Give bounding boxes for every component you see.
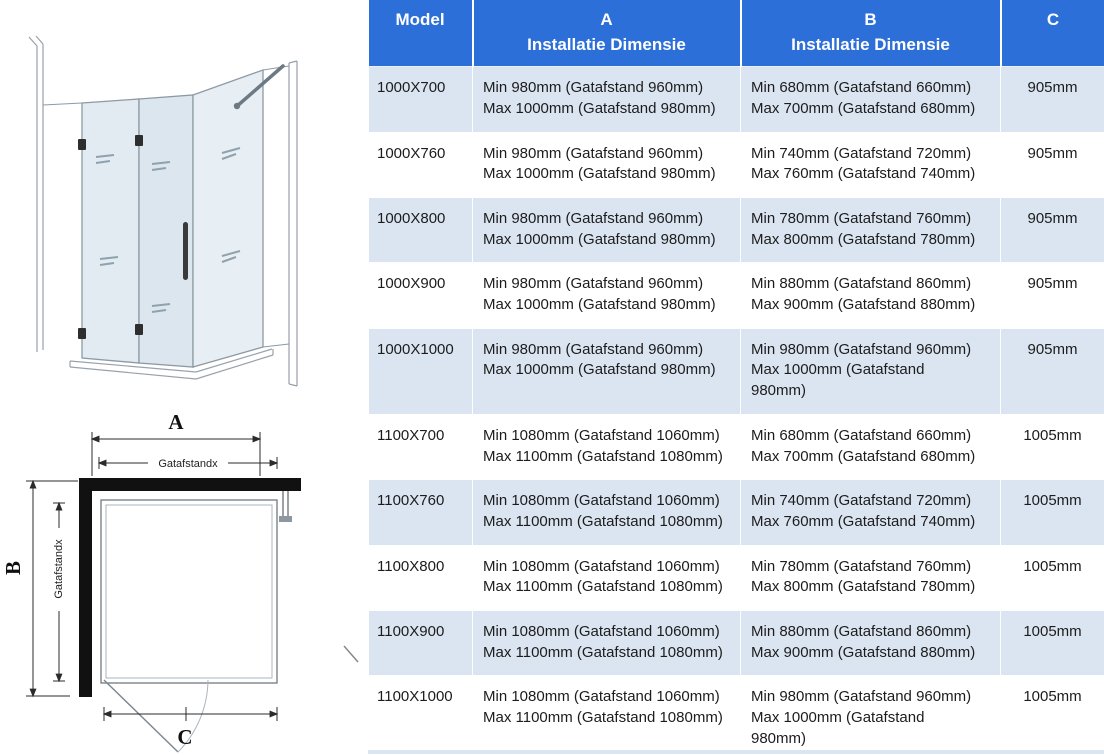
tray-outline-outer [101, 500, 277, 683]
table-row: 1100X800 Min 1080mm (Gatafstand 1060mm) … [369, 545, 1104, 610]
cell-b: Min 880mm (Gatafstand 860mm) Max 900mm (… [741, 263, 1001, 328]
top-wall [79, 478, 301, 491]
right-wall-lines [289, 61, 297, 386]
cell-b: Min 680mm (Gatafstand 660mm) Max 700mm (… [741, 67, 1001, 132]
cell-a: Min 980mm (Gatafstand 960mm) Max 1000mm … [473, 132, 741, 197]
door-handle [183, 222, 188, 280]
dim-label-a: A [168, 410, 184, 434]
panel-bracket [279, 516, 292, 522]
table-row: 1000X900 Min 980mm (Gatafstand 960mm) Ma… [369, 263, 1104, 328]
spec-table: Model A Installatie Dimensie B Installat… [368, 0, 1104, 754]
cell-b: Min 780mm (Gatafstand 760mm) Max 800mm (… [741, 198, 1001, 263]
cell-c: 1005mm [1001, 545, 1104, 610]
table-row: 1100X900 Min 1080mm (Gatafstand 1060mm) … [369, 610, 1104, 675]
return-panel-lines [283, 491, 288, 518]
header-a: A Installatie Dimensie [473, 0, 741, 67]
open-door-line [104, 680, 178, 752]
glass-panels [82, 70, 263, 367]
table-row: 1000X800 Min 980mm (Gatafstand 960mm) Ma… [369, 198, 1104, 263]
cell-a: Min 1080mm (Gatafstand 1060mm) Max 1100m… [473, 676, 741, 754]
shower-plan-drawing: A Gatafstandx [0, 406, 368, 755]
left-wall-lines [29, 36, 43, 352]
table-header: Model A Installatie Dimensie B Installat… [369, 0, 1104, 67]
cell-c: 905mm [1001, 67, 1104, 132]
cell-c: 905mm [1001, 328, 1104, 414]
tray-outline-inner [106, 505, 272, 678]
cell-a: Min 1080mm (Gatafstand 1060mm) Max 1100m… [473, 545, 741, 610]
table-row: 1100X700 Min 1080mm (Gatafstand 1060mm) … [369, 414, 1104, 479]
table-row: 1000X1000 Min 980mm (Gatafstand 960mm) M… [369, 328, 1104, 414]
cell-a: Min 1080mm (Gatafstand 1060mm) Max 1100m… [473, 480, 741, 545]
spec-table-panel: Model A Installatie Dimensie B Installat… [368, 0, 1104, 754]
dim-label-b: B [1, 561, 25, 575]
cell-b: Min 740mm (Gatafstand 720mm) Max 760mm (… [741, 132, 1001, 197]
cell-b: Min 780mm (Gatafstand 760mm) Max 800mm (… [741, 545, 1001, 610]
table-header-row: Model A Installatie Dimensie B Installat… [369, 0, 1104, 67]
cell-c: 1005mm [1001, 610, 1104, 675]
cell-c: 1005mm [1001, 676, 1104, 754]
cell-model: 1100X760 [369, 480, 473, 545]
bottom-strip [368, 750, 1104, 754]
gatafstand-v-label: Gatafstandx [53, 539, 65, 599]
cell-model: 1000X760 [369, 132, 473, 197]
cell-c: 905mm [1001, 132, 1104, 197]
leader-mark [344, 646, 358, 662]
cell-c: 905mm [1001, 198, 1104, 263]
cell-b: Min 880mm (Gatafstand 860mm) Max 900mm (… [741, 610, 1001, 675]
table-row: 1000X700 Min 980mm (Gatafstand 960mm) Ma… [369, 67, 1104, 132]
cell-c: 1005mm [1001, 480, 1104, 545]
table-row: 1100X1000 Min 1080mm (Gatafstand 1060mm)… [369, 676, 1104, 754]
cell-a: Min 1080mm (Gatafstand 1060mm) Max 1100m… [473, 610, 741, 675]
dim-c-lines [104, 707, 277, 721]
cell-model: 1100X900 [369, 610, 473, 675]
cell-b: Min 740mm (Gatafstand 720mm) Max 760mm (… [741, 480, 1001, 545]
gatafstand-h-label: Gatafstandx [158, 458, 218, 470]
diagram-panel: A Gatafstandx [0, 0, 368, 754]
cell-a: Min 980mm (Gatafstand 960mm) Max 1000mm … [473, 67, 741, 132]
shower-3d-drawing [0, 6, 368, 406]
cell-model: 1000X1000 [369, 328, 473, 414]
cell-a: Min 980mm (Gatafstand 960mm) Max 1000mm … [473, 198, 741, 263]
cell-model: 1100X1000 [369, 676, 473, 754]
header-model: Model [369, 0, 473, 67]
table-row: 1100X760 Min 1080mm (Gatafstand 1060mm) … [369, 480, 1104, 545]
cell-model: 1100X700 [369, 414, 473, 479]
dim-b-lines [26, 481, 78, 696]
left-wall [79, 478, 92, 697]
cell-model: 1000X900 [369, 263, 473, 328]
table-body: 1000X700 Min 980mm (Gatafstand 960mm) Ma… [369, 67, 1104, 754]
cell-c: 905mm [1001, 263, 1104, 328]
cell-a: Min 980mm (Gatafstand 960mm) Max 1000mm … [473, 328, 741, 414]
cell-c: 1005mm [1001, 414, 1104, 479]
cell-model: 1100X800 [369, 545, 473, 610]
cell-a: Min 1080mm (Gatafstand 1060mm) Max 1100m… [473, 414, 741, 479]
cell-model: 1000X800 [369, 198, 473, 263]
header-c: C [1001, 0, 1104, 67]
header-b: B Installatie Dimensie [741, 0, 1001, 67]
cell-a: Min 980mm (Gatafstand 960mm) Max 1000mm … [473, 263, 741, 328]
cell-model: 1000X700 [369, 67, 473, 132]
cell-b: Min 680mm (Gatafstand 660mm) Max 700mm (… [741, 414, 1001, 479]
table-row: 1000X760 Min 980mm (Gatafstand 960mm) Ma… [369, 132, 1104, 197]
cell-b: Min 980mm (Gatafstand 960mm) Max 1000mm … [741, 328, 1001, 414]
cell-b: Min 980mm (Gatafstand 960mm) Max 1000mm … [741, 676, 1001, 754]
dim-label-c: C [177, 725, 192, 749]
